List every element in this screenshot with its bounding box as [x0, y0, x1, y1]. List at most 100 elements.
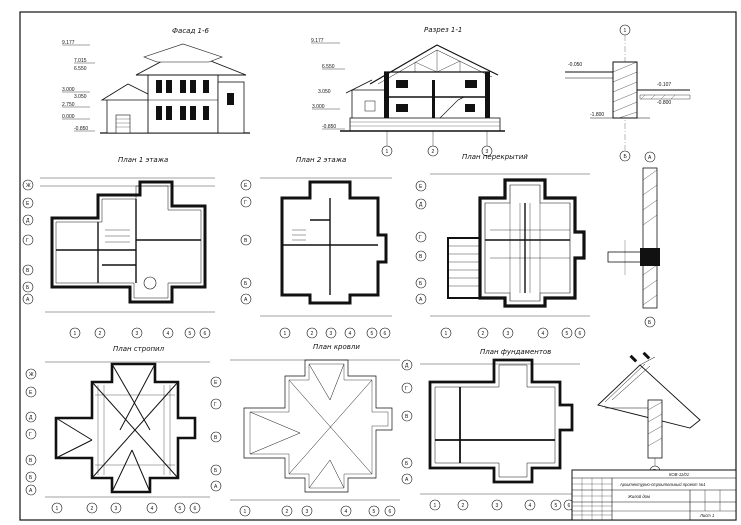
axis-label: 6: [384, 331, 387, 337]
axis-label: 3: [486, 149, 489, 155]
level-mark: -0.850: [322, 124, 336, 130]
axis-label: Г: [405, 386, 408, 392]
axis-label: 6: [579, 331, 582, 337]
level-mark: 2.750: [62, 102, 75, 108]
axis-label: 1: [434, 503, 437, 509]
planFoundation-row-axes: Д Г В Б А: [401, 359, 413, 485]
plan-floor-2: План 2 этажа Е Г В Б А 1 2 3 4 5 6: [240, 156, 392, 339]
wall-slab-detail: А Б: [607, 151, 660, 328]
plan2-row-axes: Е Г В Б А: [240, 179, 252, 305]
level-mark: -0.800: [657, 100, 671, 106]
level-mark: -0.107: [657, 82, 671, 88]
axis-label: 6: [194, 506, 197, 512]
level-mark: 7.015: [74, 58, 87, 64]
facade-drawing: Фасад 1-6 9.177 7.015 6.550 3.000: [62, 27, 250, 134]
sheet-frame: [19, 11, 737, 521]
level-mark: 3.000: [312, 104, 325, 110]
titleblock-code: КОВ-11/01: [669, 472, 689, 477]
axis-label: Д: [405, 363, 409, 369]
titleblock-project: Архитектурно-строительный проект №1: [619, 482, 706, 487]
axis-label: Б: [419, 281, 423, 287]
axis-label: А: [405, 477, 409, 483]
axis-label: 1: [284, 331, 287, 337]
titleblock-sheet-title: Жилой дом: [627, 494, 650, 499]
axis-label: А: [648, 155, 652, 161]
axis-label: 4: [529, 503, 532, 509]
planFloor-col-axes: 1 2 3 4 5 6: [440, 327, 586, 339]
axis-label: 2: [432, 149, 435, 155]
axis-label: Б: [648, 320, 652, 326]
axis-label: 5: [555, 503, 558, 509]
axis-label: 3: [136, 331, 139, 337]
axis-label: 5: [179, 506, 182, 512]
plan-rafters: План стропил Ж Е Д Г В Б А 1 2 3 4 5: [25, 345, 210, 514]
axis-label: 3: [330, 331, 333, 337]
axis-label: 6: [389, 509, 392, 515]
axis-label: 5: [373, 509, 376, 515]
axis-label: 2: [286, 509, 289, 515]
axis-label: Е: [26, 201, 30, 207]
eave-detail: Б: [597, 351, 701, 477]
axis-label: 6: [204, 331, 207, 337]
axis-label: 1: [445, 331, 448, 337]
planRafters-row-axes: Ж Е Д Г В Б А: [25, 368, 37, 496]
axis-label: Г: [214, 402, 217, 408]
plan1-row-axes: Ж Е Д Г В Б А: [22, 179, 34, 305]
axis-label: 3: [306, 509, 309, 515]
axis-label: 5: [189, 331, 192, 337]
planFloor-row-axes: Е Д Г В Б А: [415, 180, 427, 305]
facade-title: Фасад 1-6: [172, 27, 209, 35]
axis-label: Е: [29, 390, 33, 396]
plan1-title: План 1 этажа: [118, 156, 168, 164]
axis-label: 4: [167, 331, 170, 337]
planRafters-title: План стропил: [113, 345, 165, 353]
facade-level-marks: 9.177 7.015 6.550 3.000 3.050 2.750 0.00…: [62, 40, 95, 132]
planRoof-title: План кровли: [313, 343, 360, 351]
title-block: КОВ-11/01 Архитектурно-строительный прое…: [571, 469, 737, 521]
axis-label: 1: [244, 509, 247, 515]
planFoundation-col-axes: 1 2 3 4 5 6: [429, 499, 575, 511]
axis-label: 2: [462, 503, 465, 509]
plan-roof: План кровли Е Г В Б А 1 2 3 4 5 6: [210, 343, 400, 517]
plan-foundation: План фундаментов Д Г В Б А 1 2 3 4 5 6: [401, 348, 580, 511]
axis-label: Д: [29, 415, 33, 421]
axis-label: Г: [26, 238, 29, 244]
planRoof-row-axes: Е Г В Б А: [210, 376, 222, 492]
plan1-col-axes: 1 2 3 4 5 6: [69, 327, 211, 339]
wall-foundation-detail: 1 -0.050 -0.107 -0.800 -1.800 Б: [565, 24, 691, 162]
plan2-col-axes: 1 2 3 4 5 6: [279, 327, 391, 339]
axis-label: Е: [244, 183, 248, 189]
level-mark: 9.177: [311, 38, 324, 44]
axis-label: А: [214, 484, 218, 490]
level-mark: 9.177: [62, 40, 75, 46]
axis-label: 2: [311, 331, 314, 337]
axis-label: Е: [214, 380, 218, 386]
axis-label: Г: [29, 432, 32, 438]
plan2-title: План 2 этажа: [296, 156, 346, 164]
axis-label: 1: [74, 331, 77, 337]
plan-floor-slabs: План перекрытий Е Д Г В Б А 1 2 3 4: [415, 153, 590, 339]
axis-label: 2: [482, 331, 485, 337]
axis-label: 4: [345, 509, 348, 515]
axis-label: Б: [405, 461, 409, 467]
axis-label: Б: [624, 154, 628, 160]
axis-label: Ж: [26, 183, 31, 189]
level-mark: -0.050: [568, 62, 582, 68]
axis-label: Ж: [29, 372, 34, 378]
axis-label: 4: [349, 331, 352, 337]
axis-label: 2: [99, 331, 102, 337]
axis-label: А: [26, 297, 30, 303]
axis-label: 3: [496, 503, 499, 509]
axis-label: Б: [244, 281, 248, 287]
axis-label: Д: [419, 202, 423, 208]
axis-label: 1: [56, 506, 59, 512]
axis-label: Г: [419, 235, 422, 241]
level-mark: 6.550: [74, 66, 87, 72]
section-level-marks: 9.177 6.550 3.050 3.000 -0.850: [311, 38, 345, 130]
level-mark: 3.050: [318, 89, 331, 95]
axis-label: А: [419, 297, 423, 303]
axis-label: А: [244, 297, 248, 303]
axis-label: Е: [419, 184, 423, 190]
level-mark: 3.000: [62, 87, 75, 93]
level-mark: -1.800: [590, 112, 604, 118]
